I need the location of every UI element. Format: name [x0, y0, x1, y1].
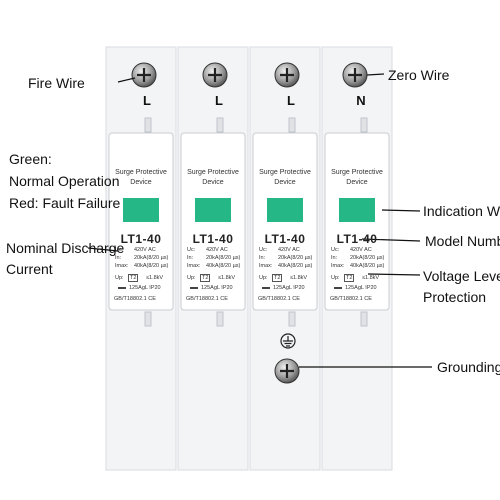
- label-green-title: Green:: [9, 151, 52, 167]
- terminal-label: L: [287, 93, 295, 108]
- spec-imax-label: Imax:: [259, 263, 273, 269]
- spec-fuse: 125AgL IP20: [129, 285, 161, 291]
- terminal-screws: [131, 62, 368, 384]
- model-label: LT1-40: [336, 232, 378, 246]
- spec-fuse: 125AgL IP20: [273, 285, 305, 291]
- spec-imax: 40kA(8/20 µs): [350, 263, 385, 269]
- spec-uc: 420V AC: [278, 247, 300, 253]
- spec-uc: 420V AC: [350, 247, 372, 253]
- spec-uc-label: Uc:: [115, 247, 124, 253]
- spec-t2: T2: [200, 274, 211, 282]
- spec-fuse: 125AgL IP20: [201, 285, 233, 291]
- label-nominal-current: Current: [6, 261, 53, 277]
- spec-imax: 40kA(8/20 µs): [134, 263, 169, 269]
- spec-uc: 420V AC: [134, 247, 156, 253]
- label-normal-operation: Normal Operation: [9, 173, 120, 189]
- spec-t2: T2: [272, 274, 283, 282]
- spec-in-label: In:: [187, 255, 194, 261]
- spec-fuse: 125AgL IP20: [345, 285, 377, 291]
- model-label: LT1-40: [192, 232, 234, 246]
- model-label: LT1-40: [264, 232, 306, 246]
- model-label: LT1-40: [120, 232, 162, 246]
- spec-imax-label: Imax:: [115, 263, 129, 269]
- label-protection: Protection: [423, 289, 487, 305]
- spec-in-label: In:: [115, 255, 122, 261]
- spec-up: ≤1.8kV: [146, 275, 164, 281]
- spec-up-label: Up:: [259, 275, 268, 281]
- spec-uc-label: Uc:: [259, 247, 268, 253]
- terminal-label: N: [356, 93, 366, 108]
- spec-up-label: Up:: [187, 275, 196, 281]
- spec-up: ≤1.8kV: [218, 275, 236, 281]
- label-nominal-discharge: Nominal Discharge: [6, 240, 125, 256]
- spec-in-label: In:: [331, 255, 338, 261]
- spec-imax-label: Imax:: [187, 263, 201, 269]
- spec-uc-label: Uc:: [331, 247, 340, 253]
- spec-uc-label: Uc:: [187, 247, 196, 253]
- spec-imax: 40kA(8/20 µs): [206, 263, 241, 269]
- label-model-number: Model Numbe: [425, 233, 500, 249]
- spec-in: 20kA(8/20 µs): [206, 255, 241, 261]
- spec-up-label: Up:: [331, 275, 340, 281]
- spec-t2: T2: [128, 274, 139, 282]
- label-fire-wire: Fire Wire: [28, 75, 85, 91]
- spec-uc: 420V AC: [206, 247, 228, 253]
- spec-standard: GB/T18802.1 CE: [114, 296, 156, 302]
- spec-imax-label: Imax:: [331, 263, 345, 269]
- spec-in: 20kA(8/20 µs): [134, 255, 169, 261]
- ground-symbol-icon: [280, 333, 296, 349]
- spec-t2: T2: [344, 274, 355, 282]
- label-fault-failure: Red: Fault Failure: [9, 195, 121, 211]
- spec-up-label: Up:: [115, 275, 124, 281]
- label-indication-window: Indication Wi: [423, 203, 500, 219]
- spec-in: 20kA(8/20 µs): [350, 255, 385, 261]
- terminal-label: L: [215, 93, 223, 108]
- spec-in: 20kA(8/20 µs): [278, 255, 313, 261]
- spec-standard: GB/T18802.1 CE: [186, 296, 228, 302]
- terminal-label: L: [143, 93, 151, 108]
- spec-up: ≤1.8kV: [290, 275, 308, 281]
- spec-in-label: In:: [259, 255, 266, 261]
- annotation-leader-lines: [87, 73, 432, 368]
- spec-up: ≤1.8kV: [362, 275, 380, 281]
- spec-imax: 40kA(8/20 µs): [278, 263, 313, 269]
- spec-standard: GB/T18802.1 CE: [258, 296, 300, 302]
- indicator-windows: [123, 198, 375, 222]
- label-zero-wire: Zero Wire: [388, 67, 450, 83]
- spec-standard: GB/T18802.1 CE: [330, 296, 372, 302]
- label-voltage-level: Voltage Level: [423, 268, 500, 284]
- fuse-arrow-marks: [118, 287, 342, 289]
- label-grounding: Grounding: [437, 359, 500, 375]
